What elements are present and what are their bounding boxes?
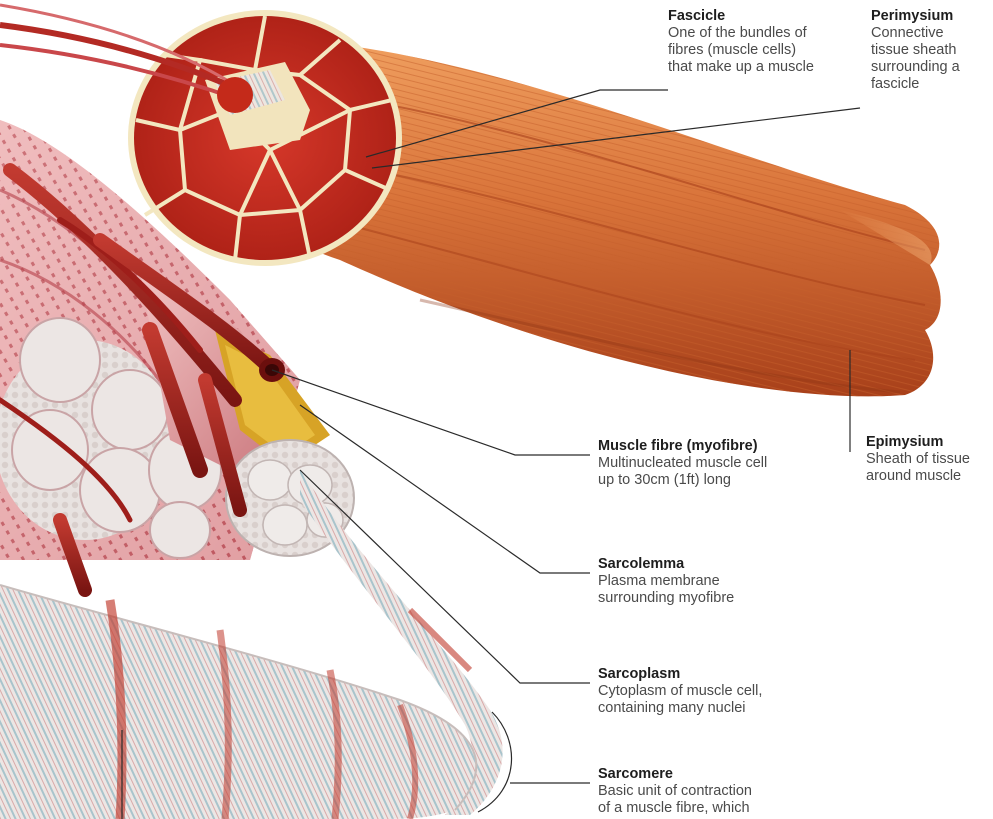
label-fascicle-desc: One of the bundles of fibres (muscle cel…: [668, 25, 848, 76]
label-sarcomere: Sarcomere Basic unit of contraction of a…: [598, 766, 838, 817]
label-muscle-fibre-desc: Multinucleated muscle cell up to 30cm (1…: [598, 455, 838, 489]
label-perimysium: Perimysium Connective tissue sheath surr…: [871, 8, 991, 93]
label-sarcomere-desc: Basic unit of contraction of a muscle fi…: [598, 783, 838, 817]
label-epimysium: Epimysium Sheath of tissue around muscle: [866, 434, 991, 485]
label-fascicle-title: Fascicle: [668, 8, 848, 25]
label-sarcolemma: Sarcolemma Plasma membrane surrounding m…: [598, 556, 838, 607]
label-epimysium-title: Epimysium: [866, 434, 991, 451]
label-muscle-fibre-title: Muscle fibre (myofibre): [598, 438, 838, 455]
label-epimysium-desc: Sheath of tissue around muscle: [866, 451, 991, 485]
label-sarcomere-title: Sarcomere: [598, 766, 838, 783]
label-perimysium-title: Perimysium: [871, 8, 991, 25]
label-perimysium-desc: Connective tissue sheath surrounding a f…: [871, 25, 991, 93]
label-sarcoplasm-title: Sarcoplasm: [598, 666, 838, 683]
label-sarcoplasm-desc: Cytoplasm of muscle cell, containing man…: [598, 683, 838, 717]
label-fascicle: Fascicle One of the bundles of fibres (m…: [668, 8, 848, 76]
label-sarcoplasm: Sarcoplasm Cytoplasm of muscle cell, con…: [598, 666, 838, 717]
leader-line-muscle-fibre: [272, 370, 590, 455]
label-muscle-fibre: Muscle fibre (myofibre) Multinucleated m…: [598, 438, 838, 489]
label-sarcolemma-desc: Plasma membrane surrounding myofibre: [598, 573, 838, 607]
label-sarcolemma-title: Sarcolemma: [598, 556, 838, 573]
